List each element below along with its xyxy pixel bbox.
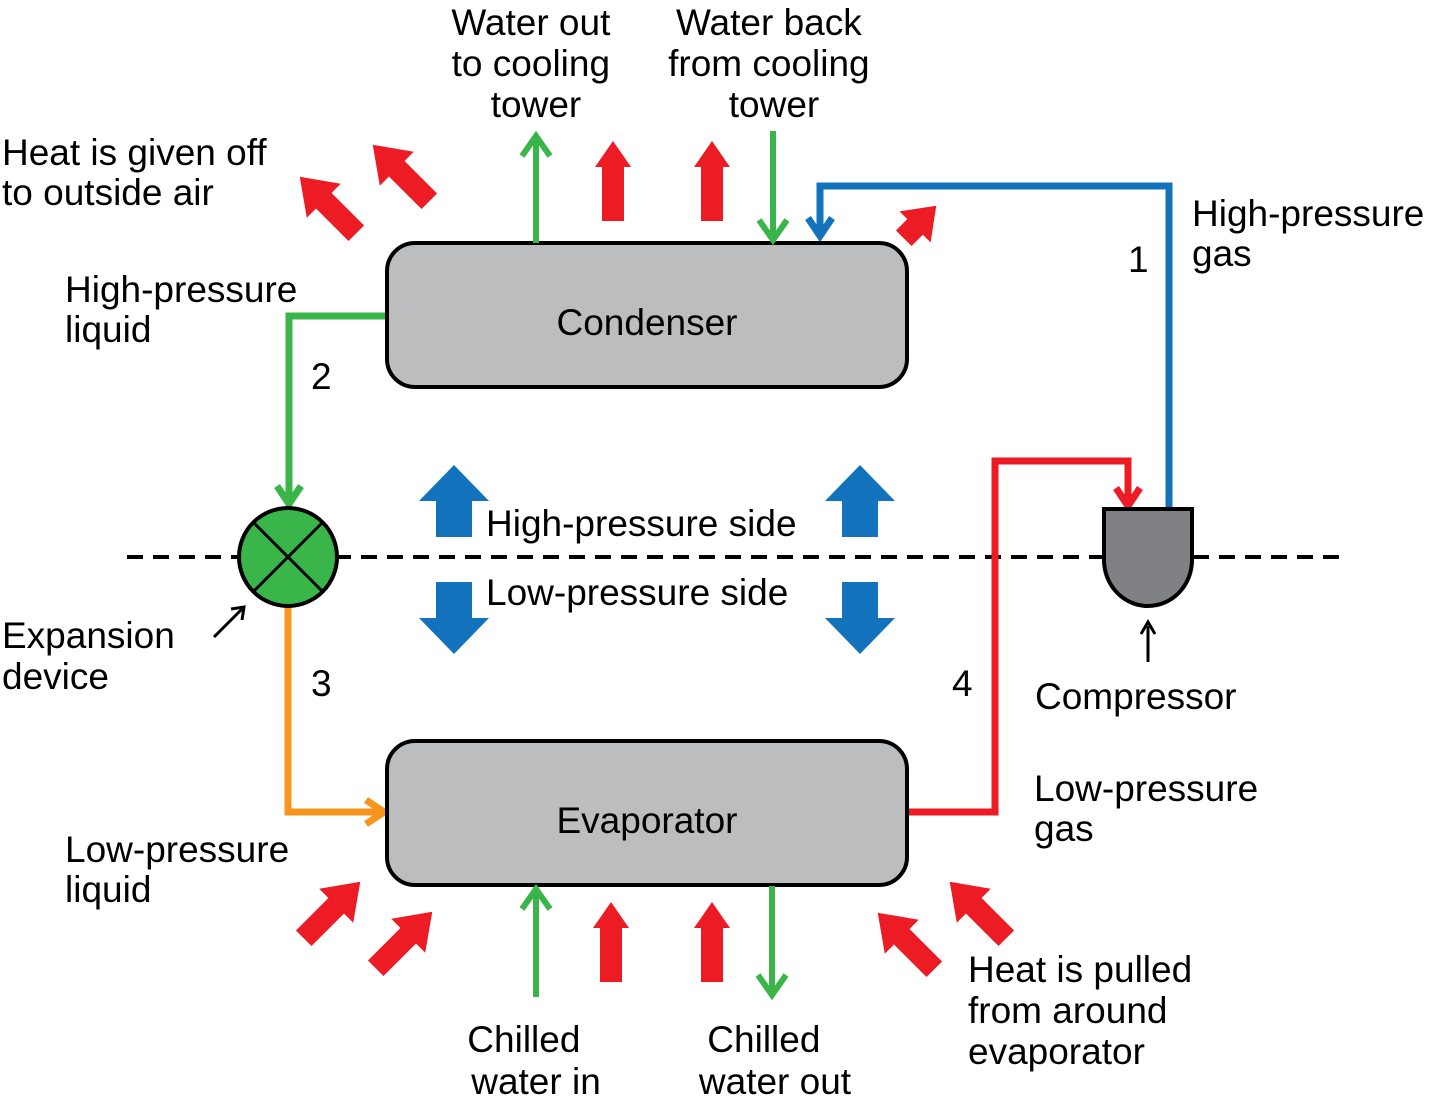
chilled-water-in-label: Chilled water in: [467, 1019, 600, 1102]
expansion-device-label: Expansion device: [2, 615, 185, 697]
water-back-from-tower-arrow: [756, 131, 790, 246]
compressor-pointer-arrow: [1139, 619, 1157, 662]
high-pressure-arrow-right: [825, 465, 895, 537]
heat-in-arrow-up-2: [694, 902, 730, 982]
evaporator-label: Evaporator: [557, 800, 738, 841]
water-out-to-tower-arrow: [519, 130, 553, 243]
heat-in-arrow-up-1: [593, 902, 629, 982]
high-pressure-liquid-label: High-pressure liquid: [65, 269, 308, 350]
heat-pulled-label: Heat is pulled from around evaporator: [968, 949, 1202, 1072]
compressor[interactable]: [1102, 507, 1194, 608]
pipe-low-pressure-gas: [908, 457, 1143, 816]
low-pressure-gas-label: Low-pressure gas: [1034, 768, 1268, 849]
heat-out-arrow-left-outer: [299, 176, 365, 242]
pipe-high-pressure-gas: [805, 182, 1173, 508]
pressure-arrows: [419, 465, 895, 654]
stage-number-4: 4: [952, 663, 973, 704]
expansion-device[interactable]: [237, 506, 339, 608]
stage-number-1: 1: [1128, 239, 1149, 280]
heat-in-arrow-right-outer: [949, 881, 1015, 947]
low-pressure-side-label: Low-pressure side: [486, 572, 788, 613]
expansion-pointer-arrow: [212, 605, 246, 639]
heat-in-arrow-right-inner: [877, 912, 943, 978]
high-pressure-gas-label: High-pressure gas: [1192, 193, 1435, 274]
pipe-high-pressure-liquid: [274, 312, 387, 511]
condenser-label: Condenser: [556, 302, 737, 343]
heat-out-arrow-up-1: [595, 141, 631, 221]
low-pressure-arrow-left: [419, 582, 489, 654]
water-back-from-tower-label: Water back from cooling tower: [668, 2, 880, 125]
pipe-low-pressure-liquid: [284, 606, 391, 827]
low-pressure-arrow-right: [825, 582, 895, 654]
high-pressure-arrow-left: [419, 465, 489, 537]
heat-out-arrow-up-2: [694, 141, 730, 221]
high-pressure-side-label: High-pressure side: [486, 503, 797, 544]
stage-number-2: 2: [311, 356, 332, 397]
heat-in-arrow-left-inner: [367, 911, 433, 977]
chilled-water-out-arrow: [755, 886, 789, 1001]
compressor-label: Compressor: [1035, 676, 1237, 717]
condenser[interactable]: Condenser: [385, 241, 909, 389]
heat-in-arrow-left-outer: [295, 881, 361, 947]
low-pressure-liquid-label: Low-pressure liquid: [65, 829, 299, 910]
heat-out-arrow-right: [895, 205, 937, 247]
stage-number-3: 3: [311, 663, 332, 704]
heat-out-arrow-left-inner: [372, 144, 438, 210]
heat-arrows: [295, 141, 1015, 982]
chilled-water-in-arrow: [519, 883, 553, 997]
heat-given-off-label: Heat is given off to outside air: [2, 132, 277, 213]
chilled-water-out-label: Chilled water out: [698, 1019, 852, 1102]
evaporator[interactable]: Evaporator: [385, 739, 909, 887]
water-out-to-tower-label: Water out to cooling tower: [451, 2, 620, 125]
